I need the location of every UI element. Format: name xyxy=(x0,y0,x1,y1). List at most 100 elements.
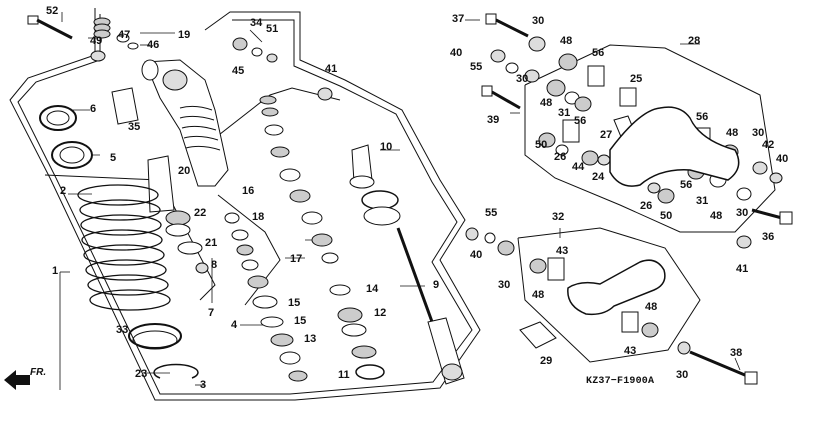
callout-43-a: 43 xyxy=(556,245,569,257)
callout-37: 37 xyxy=(452,13,465,25)
ring-nut-6 xyxy=(39,105,77,131)
front-direction-label: FR. xyxy=(30,367,47,378)
callout-43-b: 43 xyxy=(624,345,637,357)
linkage-group-outline xyxy=(517,44,776,363)
bolt-36 xyxy=(751,208,793,225)
tie-rod-32 xyxy=(567,259,666,316)
callout-41-upper: 41 xyxy=(325,63,338,75)
callout-30-b: 30 xyxy=(516,73,529,85)
callout-20: 20 xyxy=(178,165,191,177)
callout-40-b: 40 xyxy=(776,153,789,165)
shock-group-outline xyxy=(9,8,481,401)
callout-30-c: 30 xyxy=(752,127,765,139)
link-arm-28 xyxy=(609,106,740,187)
ring-nut-5 xyxy=(51,141,93,169)
callout-31-a: 31 xyxy=(558,107,571,119)
callout-15b: 15 xyxy=(294,315,307,327)
callout-56-c: 56 xyxy=(696,111,709,123)
small-washers xyxy=(116,33,278,63)
callout-30-a: 30 xyxy=(532,15,545,27)
callout-27: 27 xyxy=(600,129,613,141)
callout-24: 24 xyxy=(592,171,605,183)
callout-30-d: 30 xyxy=(736,207,749,219)
shock-absorber-parts xyxy=(27,15,465,385)
bolt-37 xyxy=(485,13,529,38)
callout-56-a: 56 xyxy=(592,47,605,59)
callout-6: 6 xyxy=(90,103,97,115)
seals-bearings xyxy=(465,36,783,355)
callout-48-d: 48 xyxy=(710,210,723,222)
callout-28: 28 xyxy=(688,35,701,47)
callout-52: 52 xyxy=(46,5,59,17)
callout-56-b: 56 xyxy=(574,115,587,127)
callout-45: 45 xyxy=(232,65,245,77)
callout-32: 32 xyxy=(552,211,565,223)
callout-12: 12 xyxy=(374,307,387,319)
callout-14: 14 xyxy=(366,283,379,295)
callout-9: 9 xyxy=(433,279,440,291)
callout-42: 42 xyxy=(762,139,775,151)
callout-55-b: 55 xyxy=(485,207,498,219)
diagram-code: KZ37−F1900A xyxy=(586,376,655,387)
callout-11: 11 xyxy=(338,369,350,381)
callout-21: 21 xyxy=(205,237,218,249)
callout-15a: 15 xyxy=(288,297,301,309)
nut-41 xyxy=(317,87,333,101)
callout-38: 38 xyxy=(730,347,743,359)
callout-56-d: 56 xyxy=(680,179,693,191)
bolt-39 xyxy=(481,85,521,110)
callout-2: 2 xyxy=(60,185,67,197)
small-spring xyxy=(93,17,111,39)
callout-51: 51 xyxy=(266,23,279,35)
damper-body xyxy=(141,59,229,187)
callout-17: 17 xyxy=(290,253,303,265)
callout-47: 47 xyxy=(118,29,131,41)
callout-48-e: 48 xyxy=(532,289,545,301)
callout-39: 39 xyxy=(487,114,500,126)
callout-5: 5 xyxy=(110,152,117,164)
callout-41-lower: 41 xyxy=(736,263,749,275)
callout-40-a: 40 xyxy=(450,47,463,59)
seal-stack-left xyxy=(165,210,240,274)
callout-49: 49 xyxy=(90,35,103,47)
callout-30-f: 30 xyxy=(676,369,689,381)
circlip-23 xyxy=(153,363,199,379)
callout-18: 18 xyxy=(252,211,265,223)
callout-50-a: 50 xyxy=(535,139,548,151)
callout-25: 25 xyxy=(630,73,643,85)
callout-8: 8 xyxy=(211,259,218,271)
bolt-52 xyxy=(27,15,73,40)
callout-26-a: 26 xyxy=(554,151,567,163)
valve-stack-center xyxy=(231,95,339,382)
collar-33 xyxy=(128,323,182,350)
main-spring xyxy=(77,184,171,311)
callout-29: 29 xyxy=(540,355,553,367)
front-direction-arrow-icon xyxy=(4,370,30,390)
callout-50-b: 50 xyxy=(660,210,673,222)
callout-33: 33 xyxy=(116,324,129,336)
callout-7: 7 xyxy=(208,307,215,319)
callout-23: 23 xyxy=(135,368,148,380)
callout-36: 36 xyxy=(762,231,775,243)
callout-31-b: 31 xyxy=(696,195,709,207)
callout-48-c: 48 xyxy=(726,127,739,139)
callout-30-e: 30 xyxy=(498,279,511,291)
callout-44: 44 xyxy=(572,161,585,173)
callout-48-a: 48 xyxy=(560,35,573,47)
callout-1: 1 xyxy=(52,265,59,277)
callout-4: 4 xyxy=(231,319,238,331)
callout-55-a: 55 xyxy=(470,61,483,73)
callout-34: 34 xyxy=(250,17,263,29)
damper-rod-9 xyxy=(396,227,465,385)
callout-19: 19 xyxy=(178,29,191,41)
callout-13: 13 xyxy=(304,333,317,345)
callout-48-b: 48 xyxy=(540,97,553,109)
callout-16: 16 xyxy=(242,185,255,197)
nut-49 xyxy=(90,50,106,62)
callout-26-b: 26 xyxy=(640,200,653,212)
callout-46: 46 xyxy=(147,39,160,51)
callout-48-f: 48 xyxy=(645,301,658,313)
bolt-38 xyxy=(689,350,758,385)
callout-40-c: 40 xyxy=(470,249,483,261)
